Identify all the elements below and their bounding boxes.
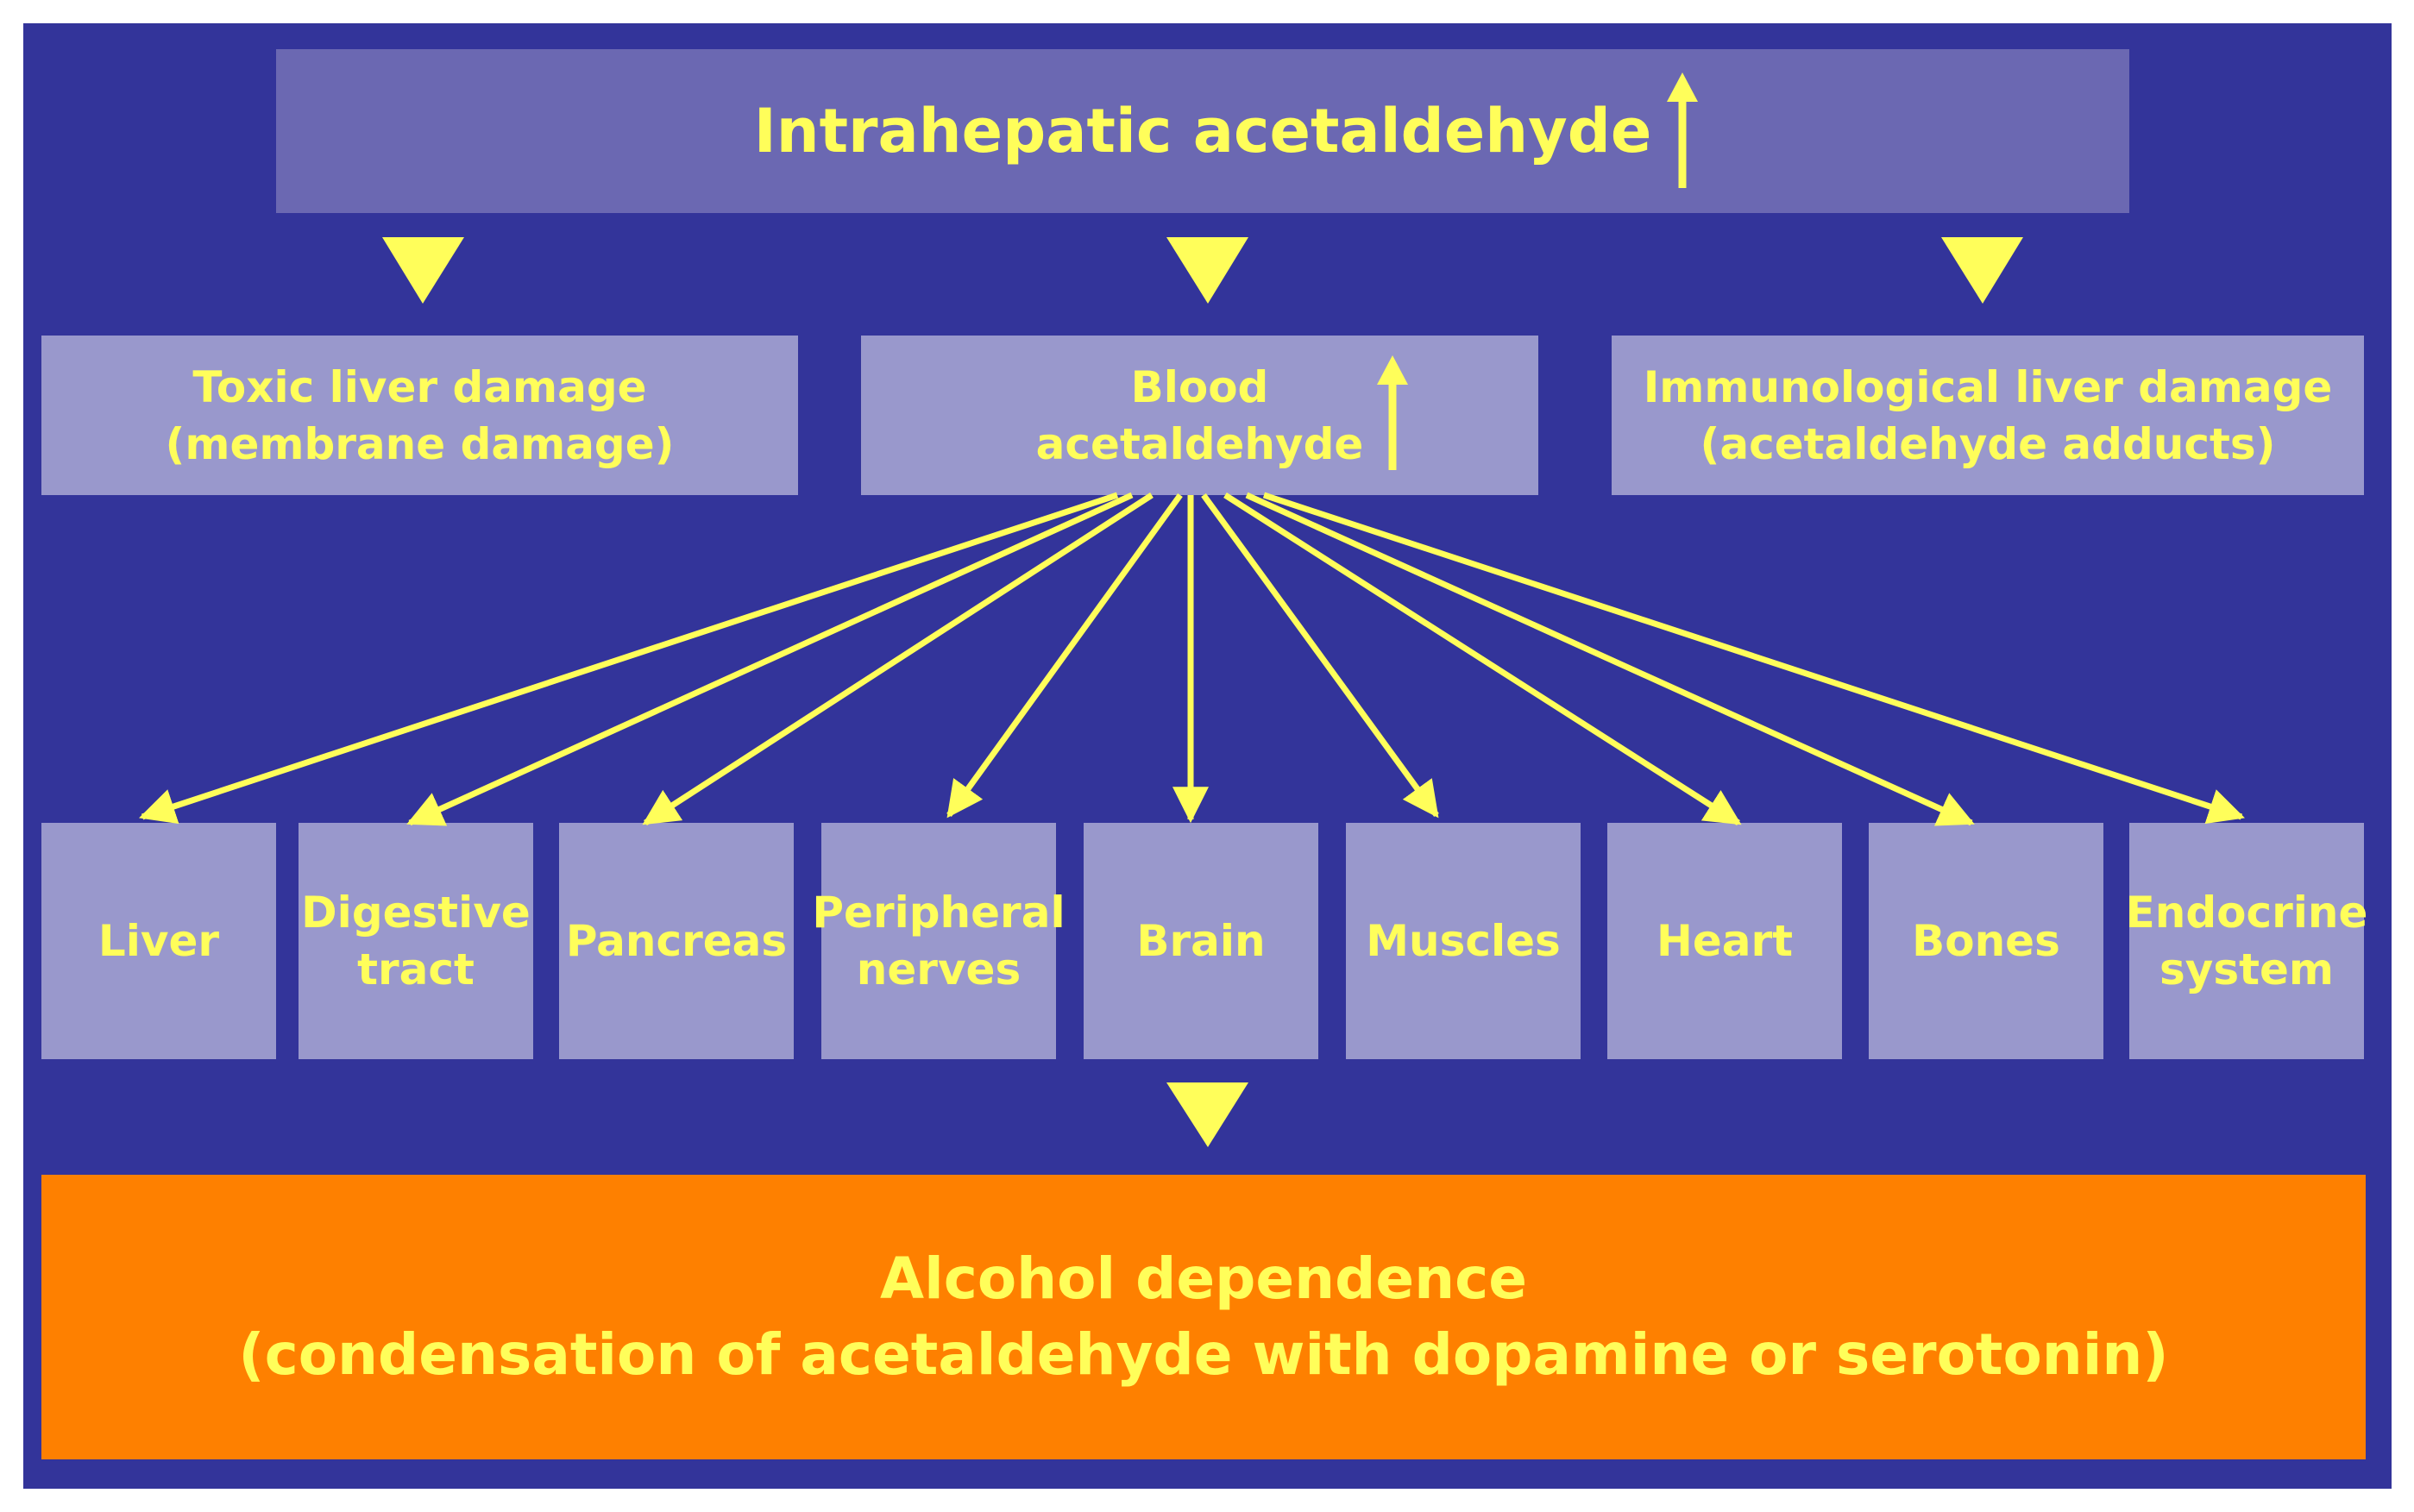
alcohol-dependence-box: Alcohol dependence (condensation of acet… bbox=[41, 1175, 2366, 1459]
organ-label-endocrine: Endocrine bbox=[2125, 888, 2368, 938]
membrane-damage-label: (membrane damage) bbox=[165, 418, 675, 469]
organ-box-digestive-tract: Digestive tract bbox=[299, 823, 533, 1059]
organ-label-peripheral: Peripheral bbox=[812, 888, 1066, 938]
organ-box-endocrine-system: Endocrine system bbox=[2126, 823, 2367, 1059]
intrahepatic-acetaldehyde-box: Intrahepatic acetaldehyde bbox=[276, 49, 2129, 213]
organ-box-pancreas: Pancreas bbox=[559, 823, 794, 1059]
condensation-label: (condensation of acetaldehyde with dopam… bbox=[238, 1321, 2169, 1388]
toxic-liver-damage-label: Toxic liver damage bbox=[192, 361, 647, 412]
organ-label-liver: Liver bbox=[97, 916, 220, 966]
organ-label-pancreas: Pancreas bbox=[565, 916, 788, 966]
organ-box-liver: Liver bbox=[41, 823, 276, 1059]
organ-label-system: system bbox=[2159, 944, 2335, 994]
organ-box-bones: Bones bbox=[1869, 823, 2103, 1059]
organ-label-brain: Brain bbox=[1136, 916, 1266, 966]
toxic-liver-damage-box: Toxic liver damage (membrane damage) bbox=[41, 336, 798, 495]
acetaldehyde-label: acetaldehyde bbox=[1035, 418, 1364, 469]
organ-box-heart: Heart bbox=[1607, 823, 1842, 1059]
alcohol-dependence-label: Alcohol dependence bbox=[880, 1245, 1527, 1312]
organ-box-muscles: Muscles bbox=[1346, 823, 1581, 1059]
intrahepatic-acetaldehyde-label: Intrahepatic acetaldehyde bbox=[753, 96, 1652, 166]
organ-label-nerves: nerves bbox=[856, 944, 1022, 994]
organ-box-brain: Brain bbox=[1084, 823, 1318, 1059]
organ-label-muscles: Muscles bbox=[1366, 916, 1561, 966]
organ-label-tract: tract bbox=[357, 944, 475, 994]
blood-label: Blood bbox=[1130, 361, 1269, 412]
organ-label-heart: Heart bbox=[1656, 916, 1794, 966]
immunological-liver-damage-label: Immunological liver damage bbox=[1643, 361, 2333, 412]
immunological-liver-damage-box: Immunological liver damage (acetaldehyde… bbox=[1612, 336, 2364, 495]
organ-label-digestive: Digestive bbox=[301, 888, 531, 938]
blood-acetaldehyde-box: Blood acetaldehyde bbox=[861, 336, 1538, 495]
organ-label-bones: Bones bbox=[1912, 916, 2060, 966]
acetaldehyde-adducts-label: (acetaldehyde adducts) bbox=[1700, 418, 2276, 469]
organ-box-peripheral-nerves: Peripheral nerves bbox=[812, 823, 1066, 1059]
